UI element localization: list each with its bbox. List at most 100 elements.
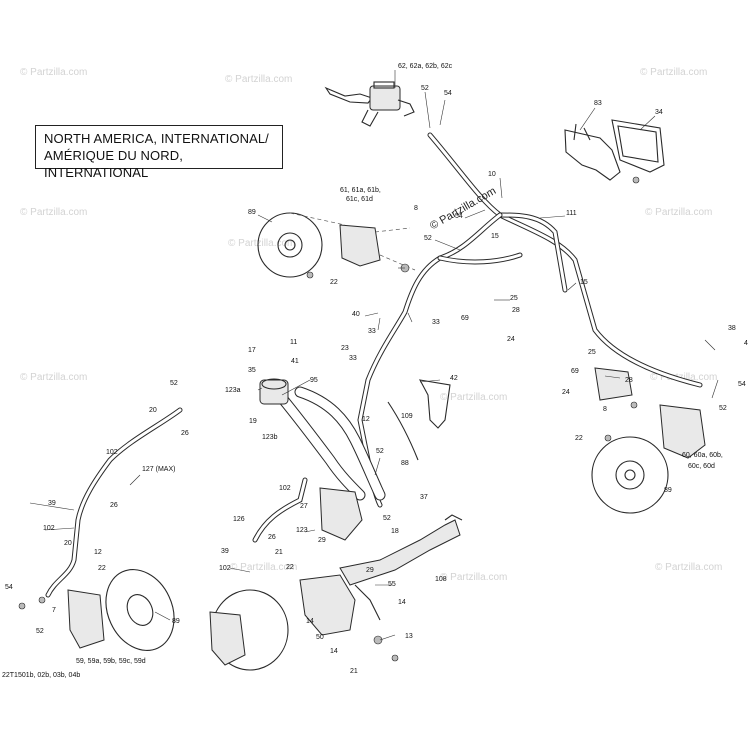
callout-label: 20 (64, 540, 72, 547)
callout-label: 102 (219, 565, 231, 572)
callout-label: 50 (316, 634, 324, 641)
region-label-line-1: NORTH AMERICA, INTERNATIONAL/ (44, 131, 269, 146)
callout-label: 13 (405, 633, 413, 640)
rear-center-disc-assembly (209, 477, 308, 671)
brake-pedal-assembly (299, 514, 463, 662)
callout-label: 40 (352, 311, 360, 318)
callout-label: 52 (421, 85, 429, 92)
callout-label: 7 (52, 607, 56, 614)
region-label-line-2: AMÉRIQUE DU NORD, INTERNATIONAL (44, 148, 183, 180)
callout-label: 12 (94, 549, 102, 556)
callout-label: 22 (330, 279, 338, 286)
callout-label: 52 (376, 448, 384, 455)
callout-label: 22 (98, 565, 106, 572)
callout-label: 29 (366, 567, 374, 574)
callout-label: 39 (48, 500, 56, 507)
callout-label: 35 (248, 367, 256, 374)
callout-label: 89 (664, 487, 672, 494)
callout-label: 62, 62a, 62b, 62c (398, 63, 453, 70)
callout-label: 54 (5, 584, 13, 591)
callout-label: 111 (566, 210, 577, 217)
callout-label: 61, 61a, 61b, (340, 187, 381, 194)
callout-label: 15 (580, 279, 588, 286)
callout-label: 25 (588, 349, 596, 356)
callout-label: 14 (398, 599, 406, 606)
callout-label: 37 (420, 494, 428, 501)
callout-label: 33 (432, 319, 440, 326)
callout-label: 55 (388, 581, 396, 588)
callout-label: 14 (330, 648, 338, 655)
reference-code: 22T1501b, 02b, 03b, 04b (2, 672, 81, 679)
callout-label: 21 (350, 668, 358, 675)
callout-label: 22 (575, 435, 583, 442)
callout-label: 38 (728, 325, 736, 332)
callout-label: 11 (290, 339, 297, 346)
front-right-disc-assembly (591, 367, 706, 514)
callout-label: 25 (510, 295, 518, 302)
callout-label: 95 (310, 377, 318, 384)
callout-labels: 62, 62a, 62b, 62c 52 54 83 34 10 61, 61a… (5, 63, 748, 675)
watermark-text: © Partzilla.com (228, 238, 295, 249)
callout-label: 34 (655, 109, 663, 116)
callout-label: 20 (149, 407, 157, 414)
callout-label: 22 (286, 564, 294, 571)
callout-label: 54 (444, 90, 452, 97)
callout-label: 52 (424, 235, 432, 242)
handlebar-master-cylinder (324, 81, 415, 127)
callout-label: 123b (262, 434, 278, 441)
callout-label: 8 (414, 205, 418, 212)
watermark-text: © Partzilla.com (650, 372, 717, 383)
callout-label: 24 (507, 336, 515, 343)
callout-label: 15 (491, 233, 499, 240)
callout-label: 39 (221, 548, 229, 555)
callout-label: 60c, 60d (688, 463, 715, 470)
callout-label: 52 (383, 515, 391, 522)
callout-label: 26 (181, 430, 189, 437)
watermark-text: © Partzilla.com (20, 372, 87, 383)
region-label-box: NORTH AMERICA, INTERNATIONAL/ AMÉRIQUE D… (35, 125, 283, 180)
watermark-text: © Partzilla.com (440, 572, 507, 583)
callout-label: 26 (268, 534, 276, 541)
callout-label: 69 (571, 368, 579, 375)
callout-label: 109 (401, 413, 413, 420)
callout-label: 27 (300, 503, 308, 510)
callout-label: 59, 59a, 59b, 59c, 59d (76, 658, 146, 665)
callout-label: 12 (362, 416, 370, 423)
callout-label: 29 (318, 537, 326, 544)
callout-label: 89 (248, 209, 256, 216)
callout-label: 88 (401, 460, 409, 467)
watermark-text: © Partzilla.com (225, 74, 292, 85)
callout-label: 52 (36, 628, 44, 635)
callout-label: 89 (172, 618, 180, 625)
watermark-text: © Partzilla.com (440, 392, 507, 403)
callout-label: 10 (488, 171, 496, 178)
callout-label: 21 (275, 549, 283, 556)
watermark-text: © Partzilla.com (20, 207, 87, 218)
callout-label: 83 (594, 100, 602, 107)
callout-label: 26 (110, 502, 118, 509)
callout-label: 102 (106, 449, 118, 456)
callout-label: 24 (562, 389, 570, 396)
callout-label: 4 (744, 340, 748, 347)
callout-label: 17 (248, 347, 256, 354)
callout-label: 61c, 61d (346, 196, 373, 203)
rear-left-disc-assembly (18, 569, 175, 651)
callout-label: 52 (170, 380, 178, 387)
callout-label: 14 (306, 618, 314, 625)
callout-label: 126 (233, 516, 245, 523)
callout-label: 123 (296, 527, 308, 534)
callout-label: 18 (391, 528, 399, 535)
callout-label: 102 (279, 485, 291, 492)
callout-label: 33 (349, 355, 357, 362)
callout-label: 23 (341, 345, 349, 352)
watermark-text: © Partzilla.com (640, 67, 707, 78)
watermark-text: © Partzilla.com (645, 207, 712, 218)
callout-label: 60, 60a, 60b, (682, 452, 723, 459)
watermark-text: © Partzilla.com (20, 67, 87, 78)
callout-label: 108 (435, 576, 447, 583)
parking-brake-lever (564, 119, 665, 184)
callout-label: 42 (450, 375, 458, 382)
leader-lines (29, 70, 719, 641)
callout-label: 41 (291, 358, 299, 365)
